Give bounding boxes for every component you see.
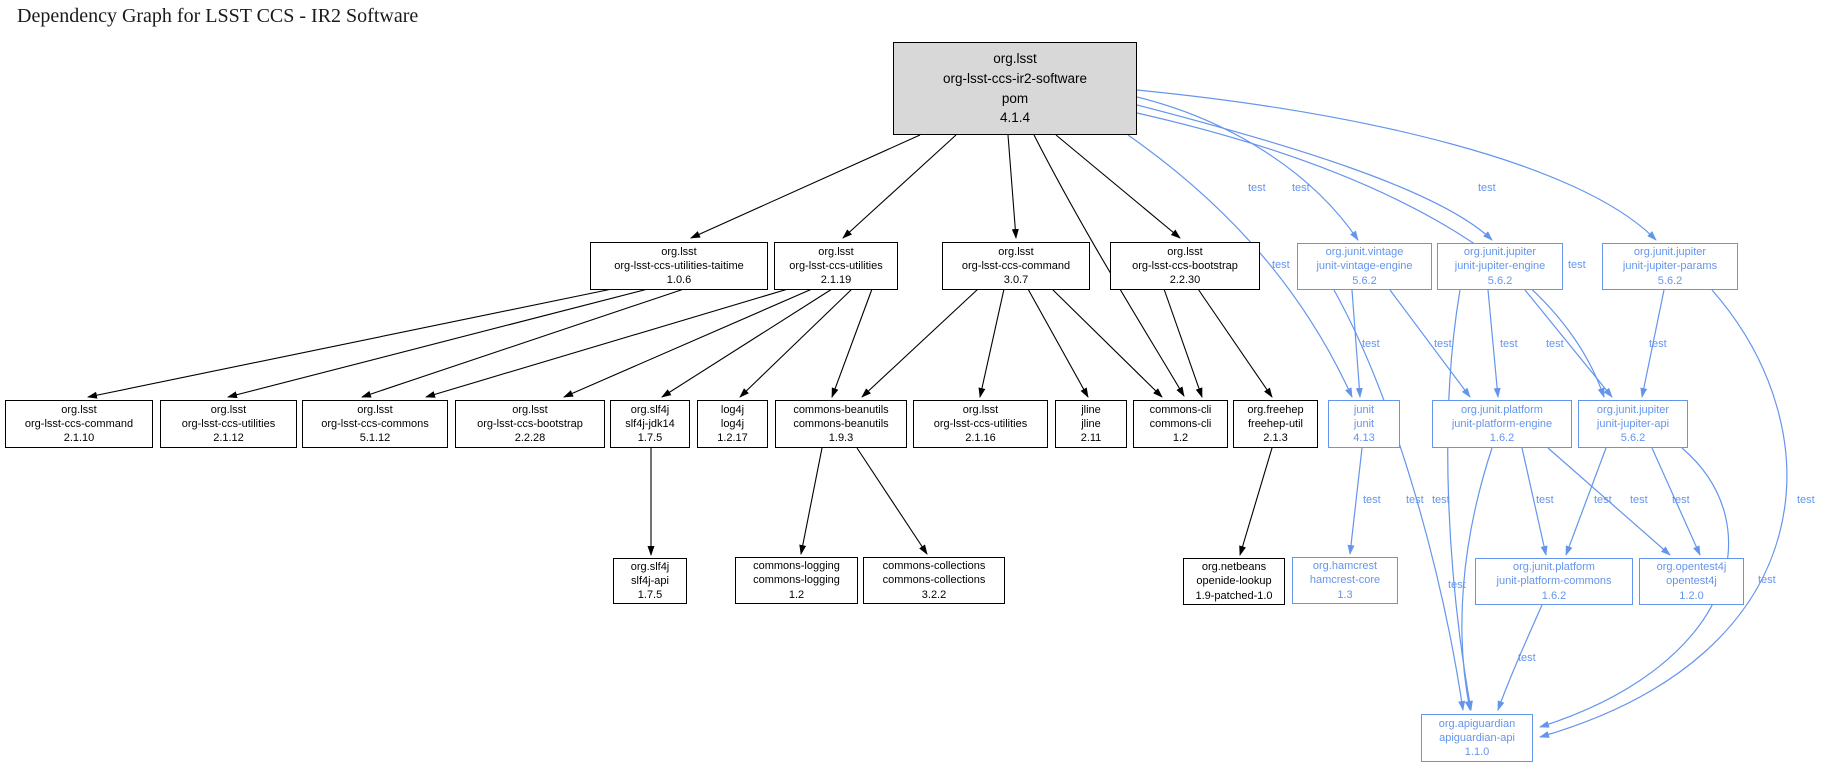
edge-cmd307-to-jline [1027, 288, 1089, 398]
edge-label-root-to-junit413: test [1272, 259, 1290, 271]
edge-label-jparams-to-apiguardian: test [1797, 494, 1815, 506]
edge-root-to-jengine [1136, 104, 1493, 241]
edge-beanutils-to-clogging [799, 447, 823, 555]
edge-label-root-to-japi: test [1568, 259, 1586, 271]
edge-japi-to-opentest4j [1651, 447, 1701, 556]
edge-taitime-to-util2112 [227, 288, 649, 399]
edge-util219-to-beanutils [831, 288, 873, 398]
edge-label-root-to-jengine: test [1292, 182, 1310, 194]
edge-junit413-to-hamcrest [1347, 447, 1363, 555]
edge-jengine-to-apiguardian [1447, 289, 1473, 711]
edge-jparams-to-japi [1640, 289, 1665, 398]
edge-vintage-to-junit413 [1351, 289, 1363, 398]
edge-root-to-japi [1136, 112, 1605, 398]
edge-boot2230-to-commonscli [1163, 288, 1203, 398]
edge-label-jengine-to-platengine: test [1500, 338, 1518, 350]
edge-label-junit413-to-hamcrest: test [1363, 494, 1381, 506]
edge-root-to-commonscli [1033, 134, 1185, 397]
edge-vintage-to-platengine [1389, 289, 1471, 398]
edge-cmd307-to-commonscli [1051, 288, 1163, 398]
edge-platcommons-to-apiguardian [1497, 604, 1543, 711]
edge-label-japi-to-apiguardian: test [1758, 574, 1776, 586]
edge-root-to-jparams [1136, 89, 1657, 241]
edge-root-to-boot2230 [1055, 134, 1181, 239]
edge-label-root-to-vintage: test [1248, 182, 1266, 194]
edge-taitime-to-cmd2110 [87, 288, 613, 399]
edge-label-platengine-to-apiguardian: test [1448, 579, 1466, 591]
edge-platengine-to-apiguardian [1461, 447, 1493, 711]
edge-label-jengine-to-japi: test [1546, 338, 1564, 350]
edges-group: test test test test test test test test test test… [87, 89, 1815, 738]
edge-label-jengine-to-apiguardian: test [1432, 494, 1450, 506]
edge-util219-to-log4j [739, 288, 853, 398]
edge-platengine-to-platcommons [1521, 447, 1548, 556]
edge-beanutils-to-ccollections [856, 447, 928, 555]
edge-root-to-cmd307 [1007, 134, 1019, 239]
graph-title: Dependency Graph for LSST CCS - IR2 Soft… [17, 5, 419, 27]
edge-util219-to-slf4jjdk14 [661, 288, 833, 398]
edge-root-to-junit413 [1127, 134, 1353, 398]
edge-platengine-to-opentest4j [1547, 447, 1671, 556]
edge-label-platcommons-to-apiguardian: test [1518, 652, 1536, 664]
edge-jengine-to-platengine [1487, 289, 1501, 398]
edge-cmd307-to-beanutils [861, 288, 979, 398]
edge-vintage-to-apiguardian [1333, 289, 1466, 711]
edge-label-vintage-to-apiguardian: test [1406, 494, 1424, 506]
edge-label-platengine-to-opentest4j: test [1594, 494, 1612, 506]
edge-root-to-util219 [842, 134, 957, 239]
edge-label-vintage-to-junit413: test [1362, 338, 1380, 350]
edge-japi-to-platcommons [1565, 447, 1607, 556]
edge-boot2230-to-freehep [1197, 288, 1273, 398]
edge-japi-to-apiguardian [1539, 447, 1729, 728]
edge-util219-to-commons5112 [425, 288, 789, 398]
edge-label-jparams-to-japi: test [1649, 338, 1667, 350]
edge-util219-to-boot2228 [563, 288, 813, 398]
edge-root-to-taitime [690, 134, 921, 239]
edge-label-root-to-jparams: test [1478, 182, 1496, 194]
edge-jparams-to-apiguardian [1539, 289, 1788, 738]
edge-cmd307-to-util2116 [978, 288, 1005, 398]
edge-label-japi-to-opentest4j: test [1672, 494, 1690, 506]
edge-root-to-vintage [1136, 96, 1359, 241]
edge-jengine-to-japi [1524, 289, 1613, 398]
edge-label-vintage-to-platengine: test [1434, 338, 1452, 350]
edge-label-japi-to-platcommons: test [1630, 494, 1648, 506]
edge-freehep-to-netbeans [1239, 447, 1273, 556]
edge-taitime-to-commons5112 [361, 288, 685, 398]
edge-label-platengine-to-platcommons: test [1536, 494, 1554, 506]
